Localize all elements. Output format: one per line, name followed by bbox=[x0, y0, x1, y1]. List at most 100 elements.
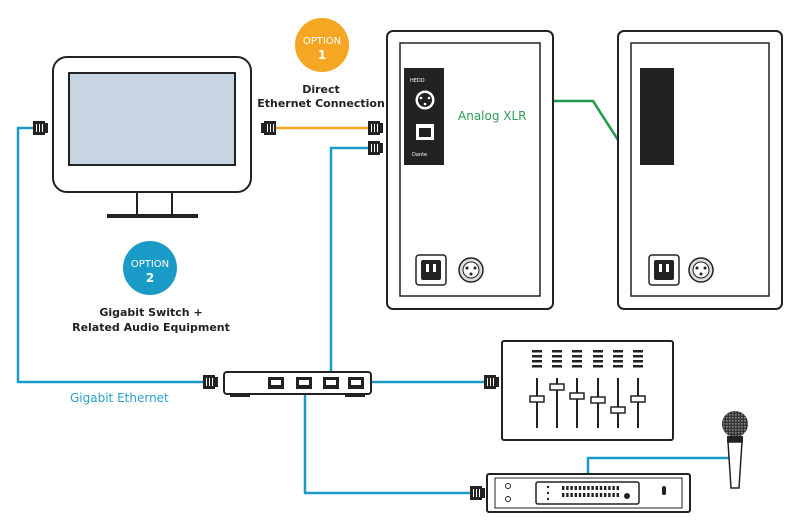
mixer-meter-segment bbox=[532, 350, 542, 353]
rack-led bbox=[587, 493, 590, 497]
mixer-icon bbox=[501, 340, 674, 441]
rack-led bbox=[574, 493, 577, 497]
rj45-plug-icon bbox=[484, 375, 499, 389]
rj45-jack-icon bbox=[416, 124, 434, 140]
switch-icon bbox=[223, 371, 372, 397]
gigabit-ethernet-cable-mic bbox=[586, 440, 732, 474]
mixer-meter-segment bbox=[532, 355, 542, 358]
module-logo: Dante bbox=[412, 152, 427, 158]
dante-module: HEDD Dante bbox=[404, 68, 444, 165]
option-1-title-line1: Direct bbox=[302, 83, 340, 96]
mixer-meter-segment bbox=[572, 355, 582, 358]
rack-led bbox=[608, 486, 611, 490]
mixer-meter-segment bbox=[532, 365, 542, 368]
gigabit-ethernet-label: Gigabit Ethernet bbox=[70, 391, 169, 405]
rack-led bbox=[595, 486, 598, 490]
rack-indicator bbox=[546, 485, 550, 489]
option-1-title-line2: Ethernet Connection bbox=[257, 97, 385, 110]
rack-indicator bbox=[546, 497, 550, 501]
xlr-connector-icon bbox=[458, 257, 484, 283]
option-1-number: 1 bbox=[318, 48, 326, 62]
rack-led bbox=[591, 493, 594, 497]
mixer-fader-knob bbox=[569, 392, 585, 400]
option-1-badge: OPTION 1 bbox=[295, 18, 349, 72]
mixer-meter-segment bbox=[552, 360, 562, 363]
mixer-meter-segment bbox=[593, 355, 603, 358]
option-2-number: 2 bbox=[146, 271, 154, 285]
gigabit-ethernet-cable-monitor bbox=[16, 126, 203, 384]
rack-led bbox=[595, 493, 598, 497]
rack-led bbox=[570, 493, 573, 497]
switch-port bbox=[348, 377, 364, 389]
rack-led bbox=[616, 493, 619, 497]
option-1-word: OPTION bbox=[303, 36, 341, 47]
mixer-meter-segment bbox=[633, 360, 643, 363]
mixer-meter-segment bbox=[613, 365, 623, 368]
mixer-meter-segment bbox=[613, 355, 623, 358]
option-2-title-line2: Related Audio Equipment bbox=[72, 321, 230, 334]
rack-led bbox=[612, 486, 615, 490]
mixer-meter-segment bbox=[613, 360, 623, 363]
rack-led bbox=[599, 493, 603, 497]
mixer-meter-segment bbox=[593, 350, 603, 353]
rj45-plug-icon bbox=[203, 375, 218, 389]
rj45-plug-icon bbox=[368, 121, 383, 135]
mixer-meter-segment bbox=[633, 355, 643, 358]
rack-led bbox=[570, 486, 573, 490]
mixer-meter-segment bbox=[613, 350, 623, 353]
mixer-meter-segment bbox=[572, 365, 582, 368]
mixer-meter-segment bbox=[552, 355, 562, 358]
rack-led bbox=[562, 486, 565, 490]
rack-indicator bbox=[546, 491, 550, 495]
rack-led bbox=[608, 493, 611, 497]
rack-led bbox=[591, 486, 594, 490]
rack-led bbox=[566, 486, 569, 490]
mixer-meter-segment bbox=[593, 365, 603, 368]
microphone-icon bbox=[722, 411, 748, 489]
rj45-plug-icon bbox=[261, 121, 276, 135]
xlr-connector-icon bbox=[414, 89, 436, 111]
rack-led bbox=[604, 486, 607, 490]
rack-led bbox=[583, 493, 586, 497]
rack-led bbox=[583, 486, 586, 490]
mixer-meter-segment bbox=[633, 350, 643, 353]
option-2-word: OPTION bbox=[131, 259, 169, 270]
mixer-fader-knob bbox=[549, 383, 565, 391]
rack-led bbox=[604, 493, 607, 497]
xlr-connector-icon bbox=[688, 257, 714, 283]
rack-led bbox=[562, 493, 565, 497]
mixer-meter-segment bbox=[552, 350, 562, 353]
analog-xlr-label: Analog XLR bbox=[458, 109, 527, 123]
rack-led bbox=[616, 486, 619, 490]
mixer-meter-segment bbox=[593, 360, 603, 363]
mixer-fader-knob bbox=[590, 396, 606, 404]
option-2-badge: OPTION 2 bbox=[123, 241, 177, 295]
switch-port bbox=[268, 377, 284, 389]
rack-led bbox=[566, 493, 569, 497]
mixer-meter-segment bbox=[572, 350, 582, 353]
mixer-meter-segment bbox=[532, 360, 542, 363]
switch-port bbox=[323, 377, 339, 389]
mixer-meter-segment bbox=[572, 360, 582, 363]
option-2-title-line1: Gigabit Switch + bbox=[99, 306, 202, 319]
power-inlet-icon bbox=[415, 254, 447, 286]
mixer-fader-knob bbox=[630, 395, 646, 403]
gigabit-ethernet-cable-rack bbox=[303, 392, 470, 495]
power-inlet-icon bbox=[648, 254, 680, 286]
module-brand: HEDD bbox=[410, 78, 425, 84]
rack-led bbox=[612, 493, 615, 497]
mixer-meter-segment bbox=[552, 365, 562, 368]
rack-led bbox=[578, 486, 582, 490]
rj45-plug-icon bbox=[368, 141, 383, 155]
speaker-icon bbox=[617, 30, 783, 310]
mixer-meter-segment bbox=[633, 365, 643, 368]
rack-led bbox=[599, 486, 603, 490]
mixer-fader-knob bbox=[610, 406, 626, 414]
switch-port bbox=[296, 377, 312, 389]
rack-device-icon bbox=[486, 473, 691, 513]
monitor-icon bbox=[52, 56, 252, 218]
rack-led bbox=[578, 493, 582, 497]
mixer-fader-knob bbox=[529, 395, 545, 403]
rj45-plug-icon bbox=[33, 121, 48, 135]
